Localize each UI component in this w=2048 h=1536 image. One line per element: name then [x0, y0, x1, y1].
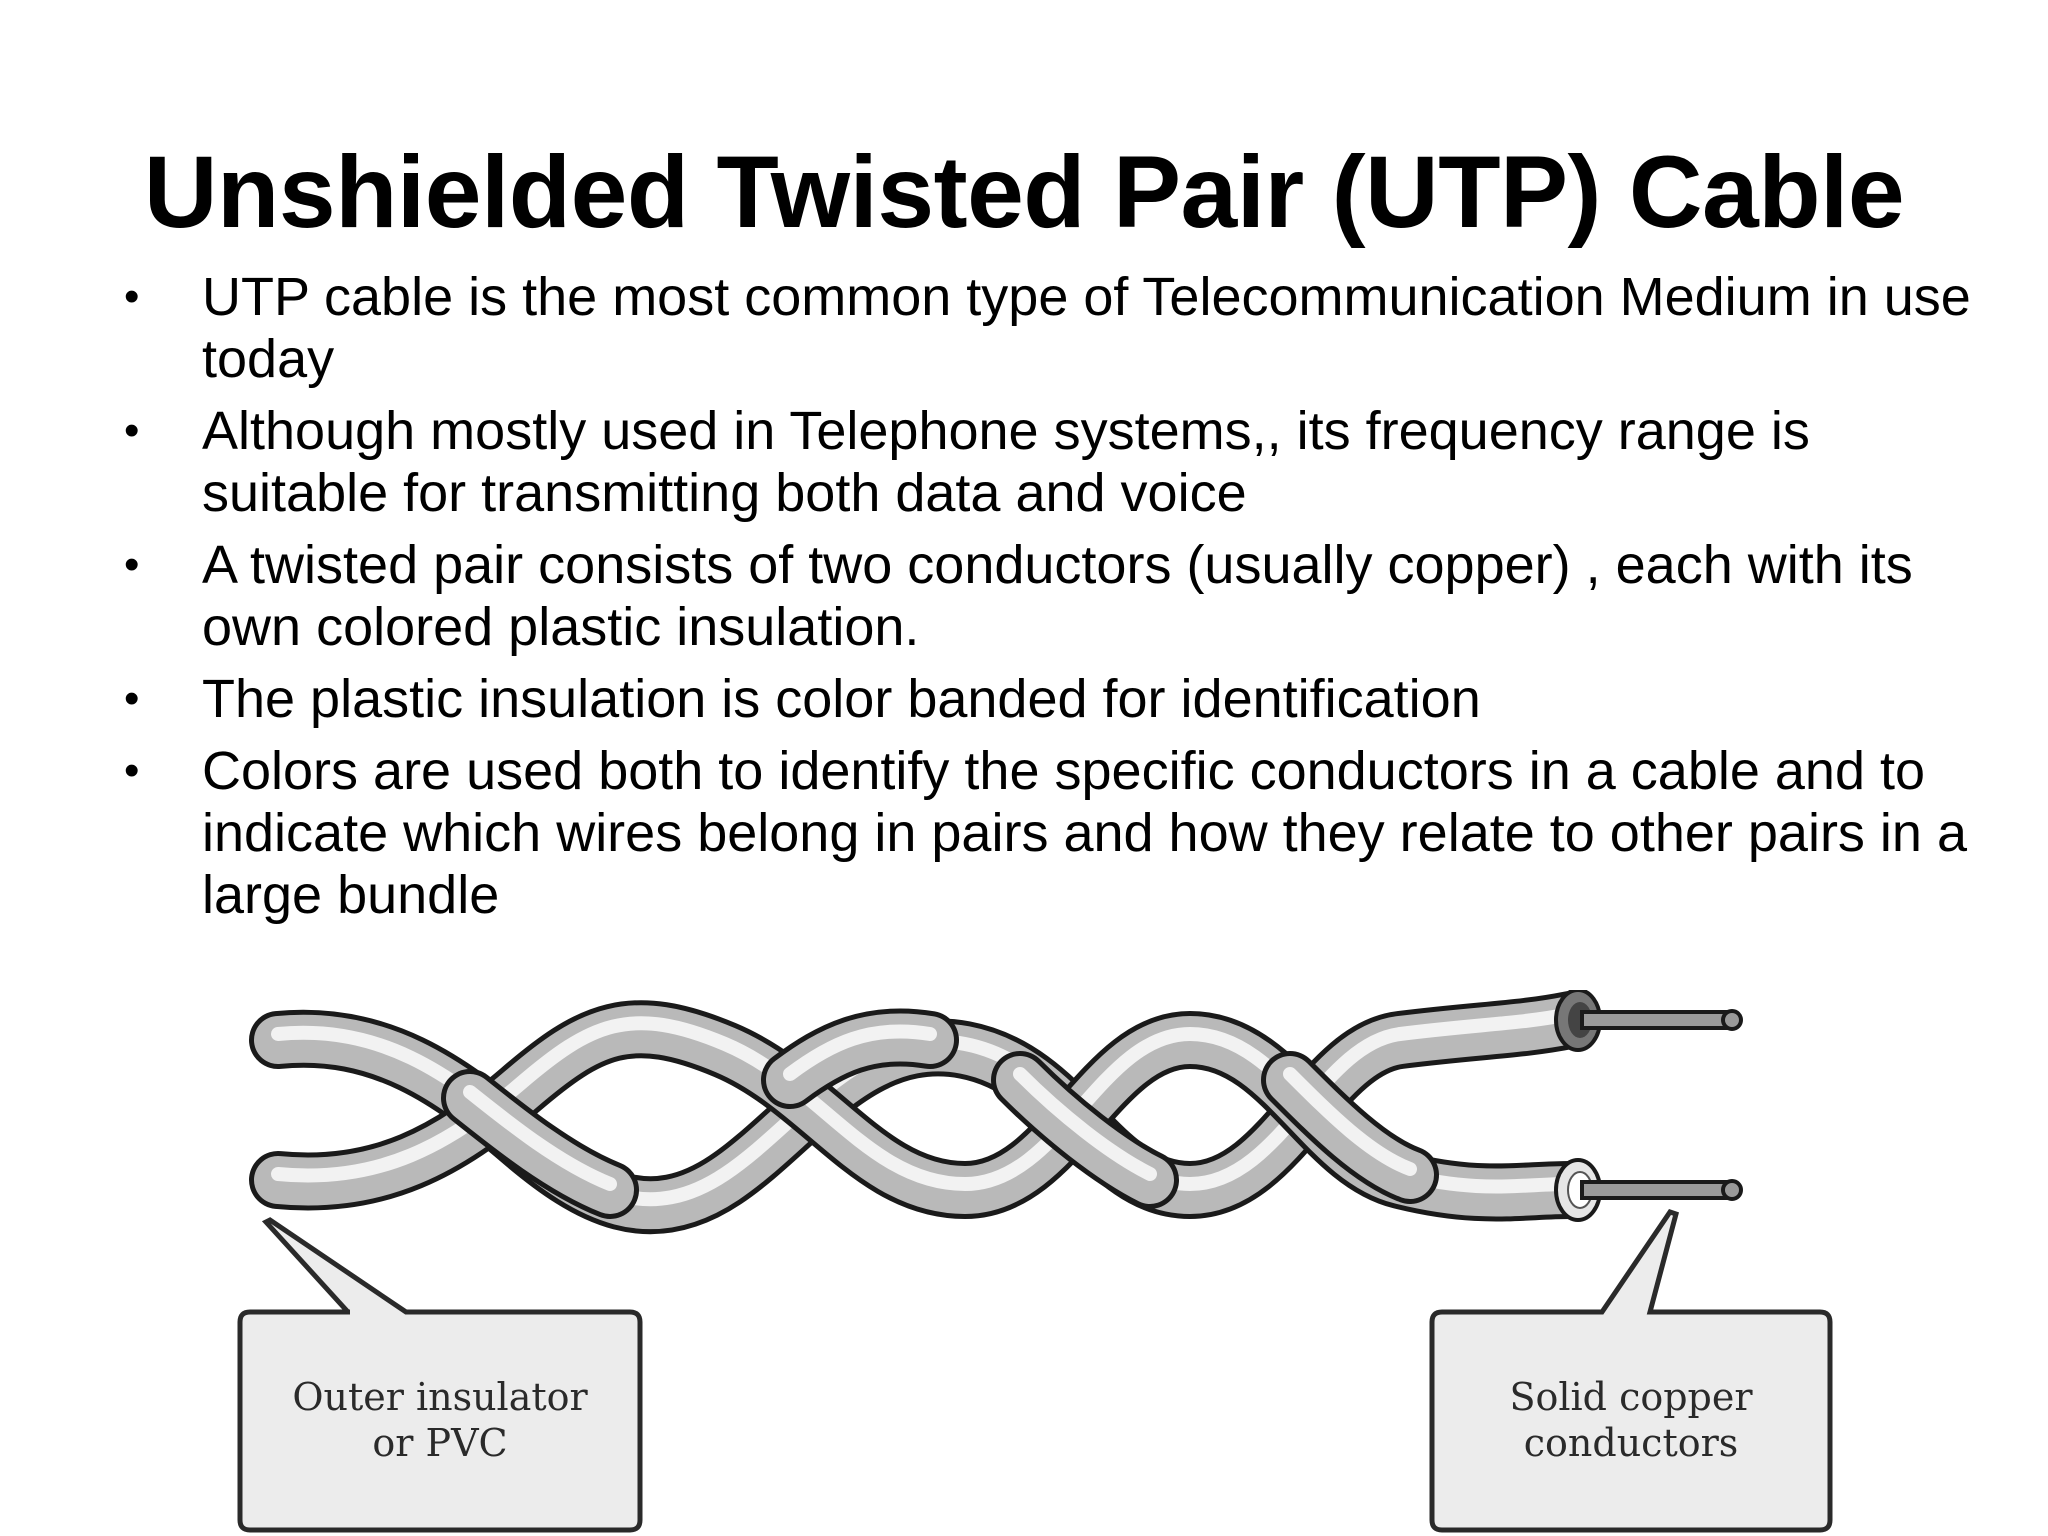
wire-a-overlap	[441, 1051, 1179, 1219]
callout-outer-insulator: Outer insulator or PVC	[237, 1217, 643, 1533]
bullet-text: A twisted pair consists of two conductor…	[202, 535, 1913, 657]
callout-copper-conductors-line1: Solid copper	[1509, 1375, 1753, 1419]
bullet-item: • Although mostly used in Telephone syst…	[120, 400, 1980, 524]
bullet-marker: •	[124, 272, 140, 321]
callout-outer-insulator-line1: Outer insulator	[292, 1375, 588, 1419]
bullet-marker: •	[124, 406, 140, 455]
twisted-pair-illustration: Outer insulator or PVC Solid copper cond…	[237, 990, 1833, 1533]
bullet-item: • UTP cable is the most common type of T…	[120, 266, 1980, 390]
bullet-text: UTP cable is the most common type of Tel…	[202, 267, 1971, 389]
bullet-text: Although mostly used in Telephone system…	[202, 401, 1810, 523]
callout-outer-insulator-line2: or PVC	[372, 1421, 507, 1465]
bullet-text: The plastic insulation is color banded f…	[202, 669, 1481, 729]
bullet-list: • UTP cable is the most common type of T…	[120, 266, 1980, 936]
bullet-marker: •	[124, 746, 140, 795]
bullet-item: • The plastic insulation is color banded…	[120, 668, 1980, 730]
copper-conductor-top	[1580, 1009, 1743, 1031]
twisted-pair-diagram: Outer insulator or PVC Solid copper cond…	[230, 990, 1850, 1536]
wire-b-overlap	[761, 1008, 1439, 1204]
bullet-marker: •	[124, 540, 140, 589]
bullet-marker: •	[124, 674, 140, 723]
bullet-item: • A twisted pair consists of two conduct…	[120, 534, 1980, 658]
copper-conductor-bottom	[1580, 1179, 1743, 1201]
slide-title: Unshielded Twisted Pair (UTP) Cable	[143, 135, 1905, 249]
callout-copper-conductors: Solid copper conductors	[1429, 1209, 1833, 1533]
callout-copper-conductors-line2: conductors	[1524, 1421, 1739, 1465]
bullet-item: • Colors are used both to identify the s…	[120, 740, 1980, 926]
bullet-text: Colors are used both to identify the spe…	[202, 741, 1967, 925]
